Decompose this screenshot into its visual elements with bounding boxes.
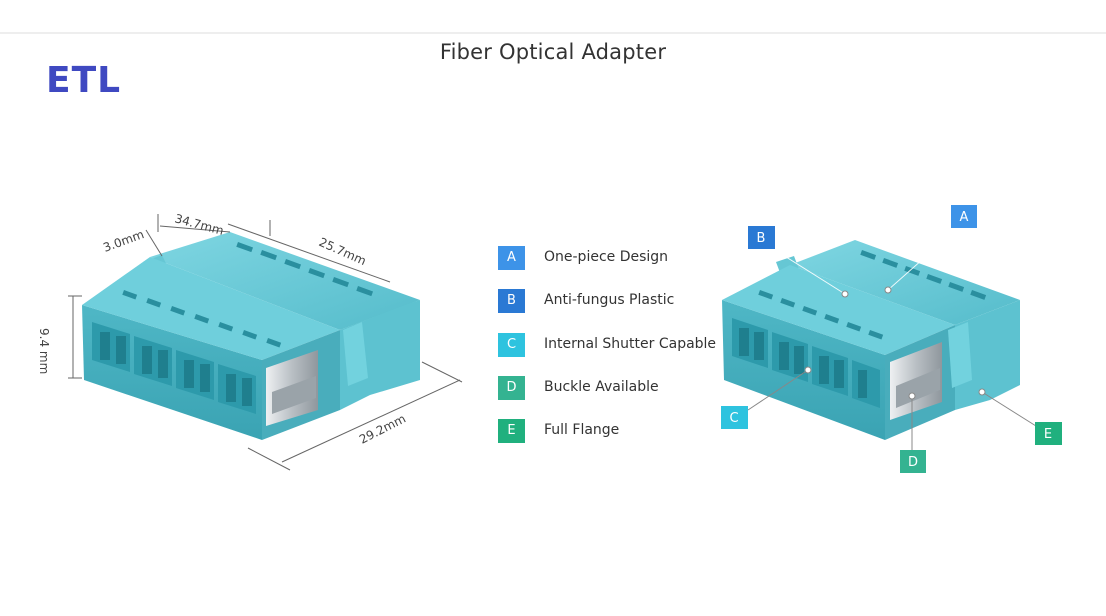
port-ferrule (242, 378, 252, 406)
dim-label-top: 25.7mm (317, 235, 368, 268)
legend-label-c: Internal Shutter Capable (544, 336, 717, 352)
port-ferrule (142, 346, 152, 374)
legend-label-b: Anti-fungus Plastic (544, 292, 675, 308)
adapter-feature-view: A B C D E (721, 205, 1062, 473)
svg-text:E: E (1044, 427, 1052, 442)
adapter-top-face (790, 240, 1020, 325)
legend-label-d: Buckle Available (544, 379, 659, 395)
port-ferrule (158, 350, 168, 378)
port-inner (100, 332, 252, 406)
header-divider (0, 32, 1106, 34)
callout-badge-e: E (1035, 422, 1062, 445)
callout-leaders (747, 369, 1037, 452)
adapter-flange (955, 300, 1020, 410)
port-inner (739, 328, 867, 398)
clip-spring (896, 368, 940, 408)
port-ferrule (858, 370, 867, 398)
svg-text:D: D (908, 455, 918, 470)
adapter-upper-face (722, 265, 955, 355)
brand-logo: ETL (46, 60, 122, 101)
svg-text:C: C (729, 411, 738, 426)
adapter-top-face (150, 232, 420, 330)
port-ferrule (739, 328, 749, 356)
dim-label-width: 29.2mm (357, 411, 408, 446)
callout-dot-b (841, 290, 849, 298)
top-slots (122, 241, 374, 348)
callout-leaders-inner (774, 227, 959, 295)
callout-dot-e (978, 388, 986, 396)
dim-label-depth: 3.0mm (101, 227, 146, 255)
flange-block (948, 322, 972, 388)
port-ferrule (184, 360, 194, 388)
port-ferrule (794, 346, 804, 374)
svg-text:B: B (757, 231, 766, 246)
legend-badge-e: E (498, 419, 525, 443)
port-ferrule (779, 342, 789, 370)
legend-badge-a: A (498, 246, 525, 270)
callout-dot-c (804, 366, 812, 374)
legend-badge-c: C (498, 333, 525, 357)
port-ferrule (834, 360, 844, 388)
legend-badge-b: B (498, 289, 525, 313)
adapter-upper-face (82, 257, 340, 360)
top-slots (758, 249, 987, 340)
flange-block (343, 322, 368, 386)
page-title: Fiber Optical Adapter (439, 40, 667, 64)
callout-badge-b: B (748, 226, 775, 249)
callout-dots (804, 286, 986, 400)
callout-badge-a: A (951, 205, 977, 228)
svg-text:A: A (960, 210, 969, 225)
port-ferrule (754, 332, 764, 360)
adapter-dimensioned-view: 3.0mm 34.7mm 25.7mm 9.4 mm 29.2mm (37, 211, 463, 471)
port-ferrule (116, 336, 126, 364)
dimension-lines (68, 214, 463, 471)
port-ferrule (200, 364, 210, 392)
legend-badge-d: D (498, 376, 525, 400)
dim-label-height: 9.4 mm (37, 328, 51, 374)
callout-dot-a (884, 286, 892, 294)
port-ferrule (100, 332, 110, 360)
callout-badge-c: C (721, 406, 748, 429)
port-ferrule (226, 374, 236, 402)
port-ferrule (819, 356, 829, 384)
dim-label-length: 34.7mm (173, 211, 225, 237)
legend-label-a: One-piece Design (544, 249, 669, 265)
callout-badge-d: D (900, 450, 926, 473)
legend-label-e: Full Flange (544, 422, 620, 438)
clip-spring (272, 376, 316, 414)
callout-dot-d (908, 392, 916, 400)
